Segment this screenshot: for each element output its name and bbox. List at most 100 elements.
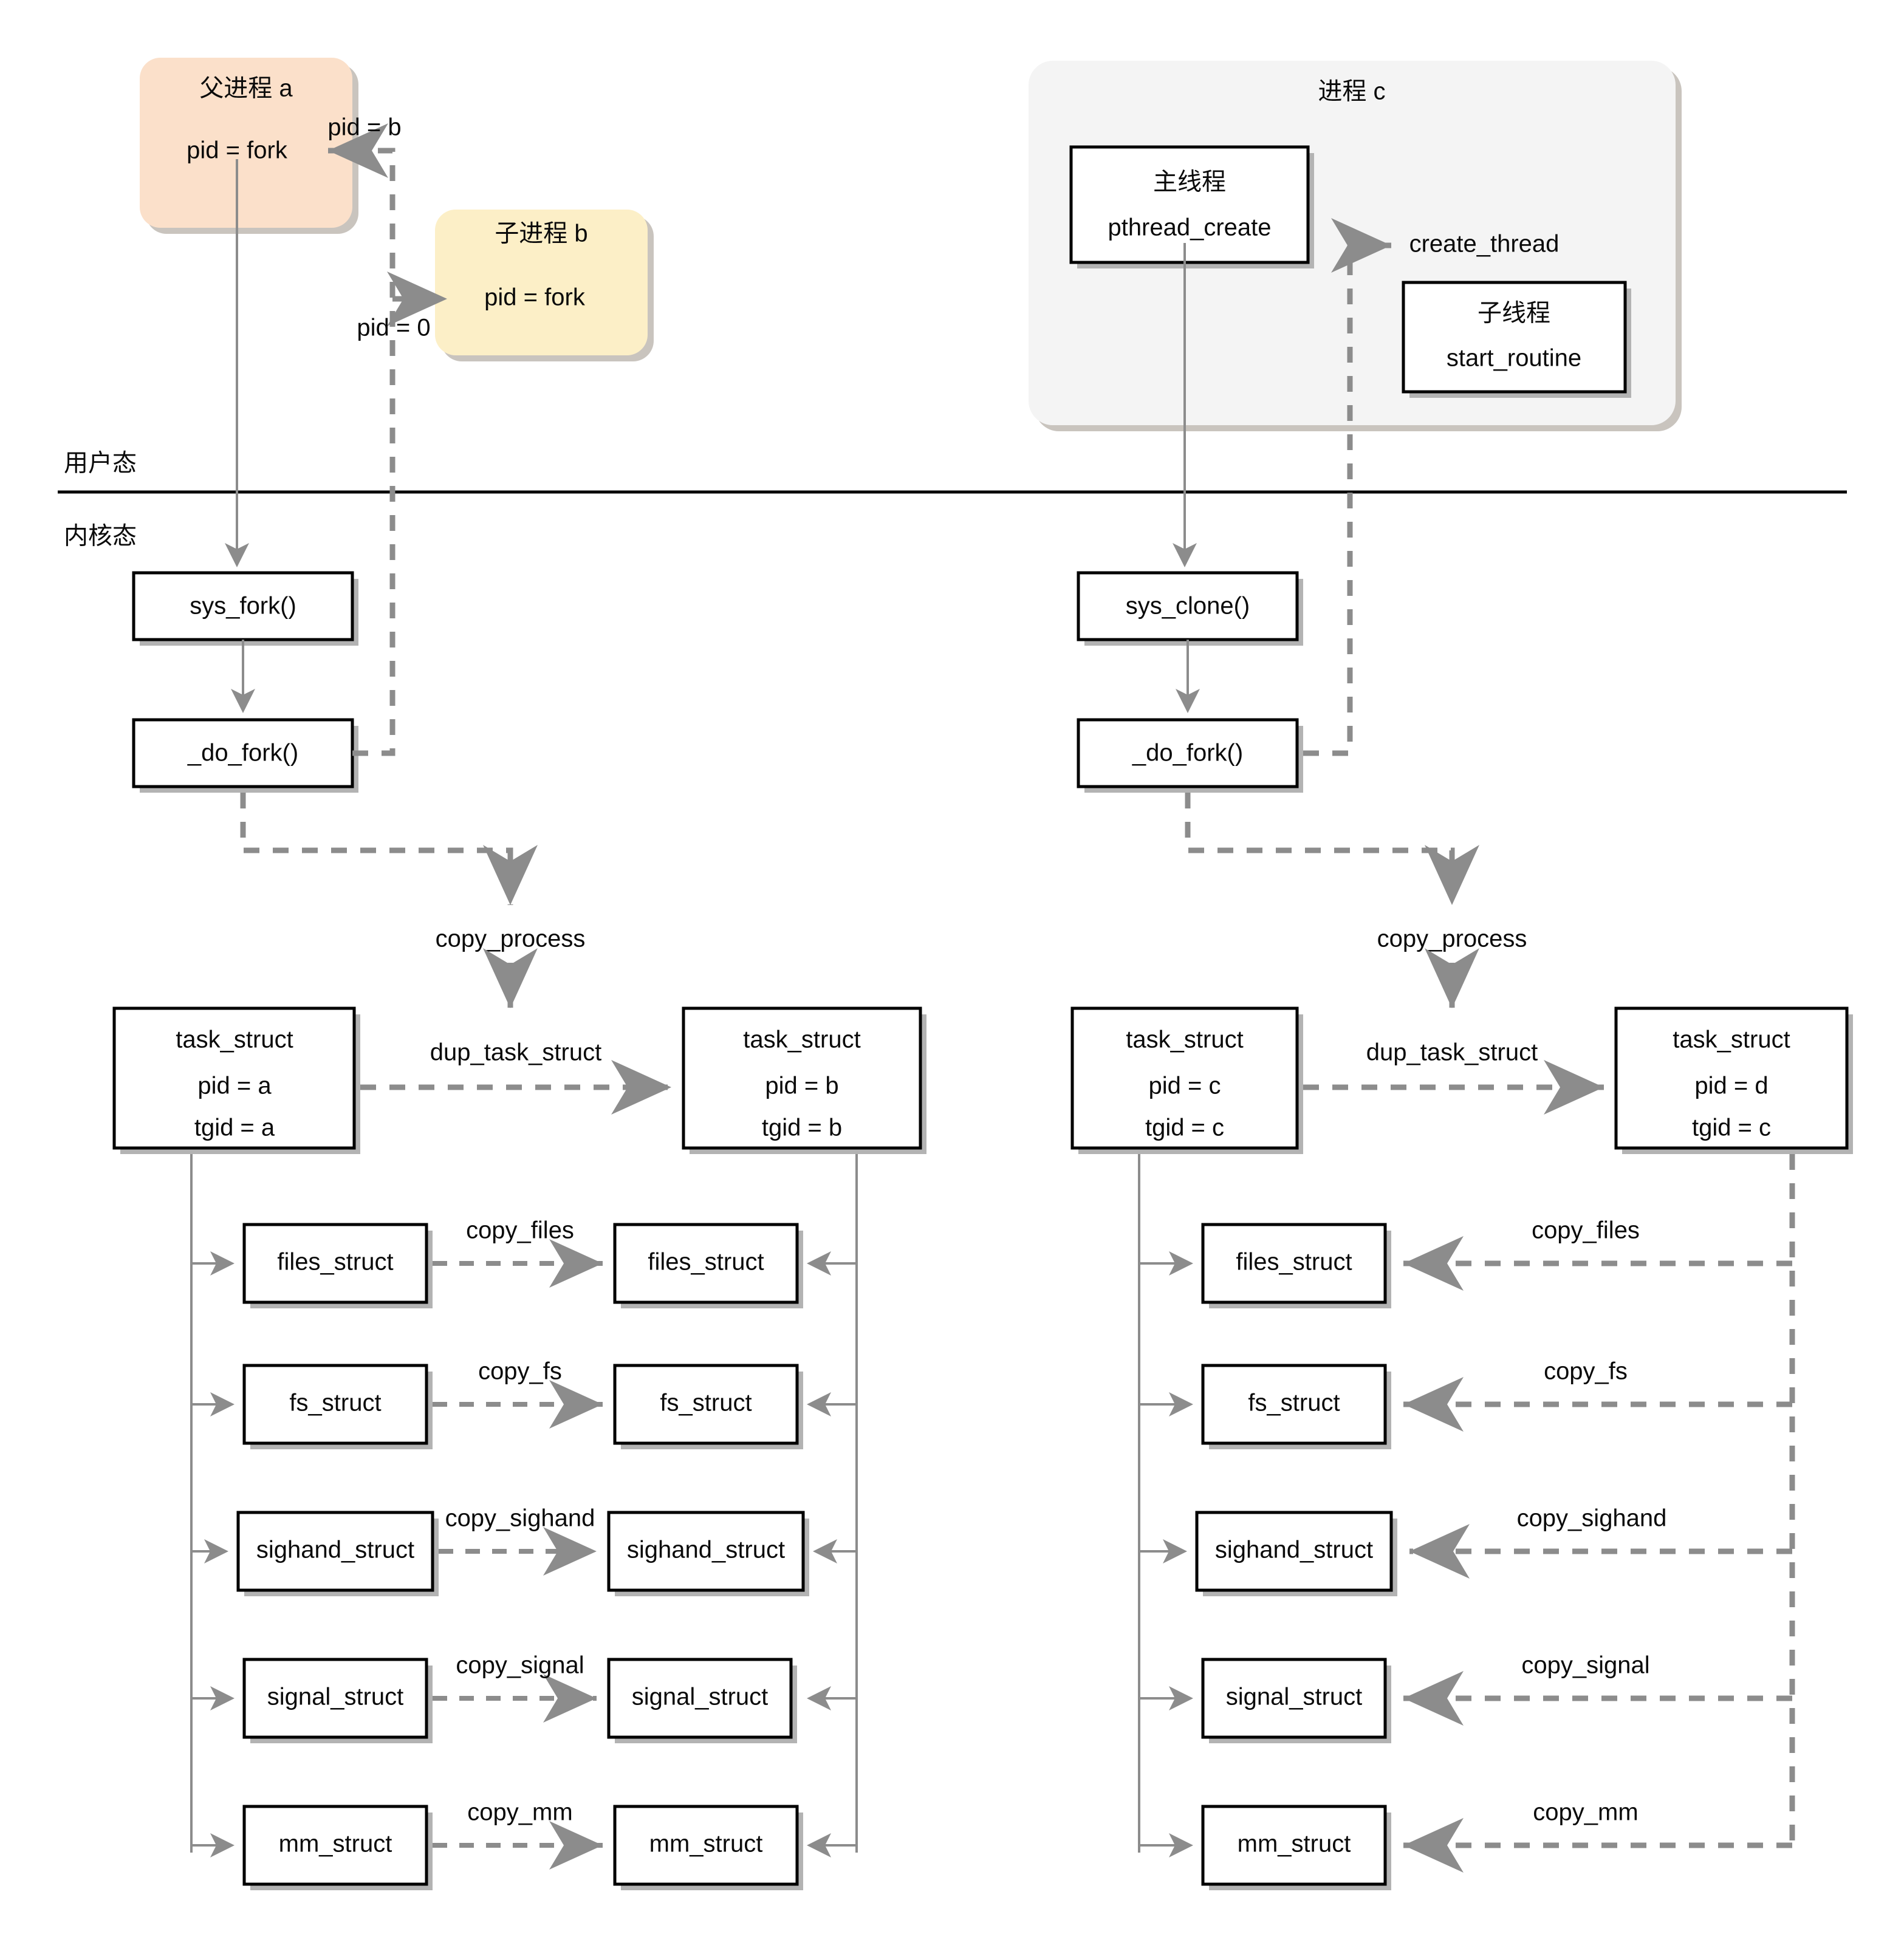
right-res-1-label: fs_struct bbox=[1248, 1390, 1340, 1416]
do-fork-left-label: _do_fork() bbox=[187, 740, 298, 767]
left-resource-rows: files_struct files_struct copy_files fs_… bbox=[191, 1217, 857, 1890]
task-struct-d-title: task_struct bbox=[1673, 1027, 1790, 1053]
parent-process-title: 父进程 a bbox=[199, 75, 293, 102]
right-res-1-copy-label: copy_fs bbox=[1544, 1358, 1628, 1385]
copy-process-right-label: copy_process bbox=[1377, 926, 1527, 952]
task-struct-c-node: task_struct pid = c tgid = c bbox=[1070, 1006, 1303, 1154]
right-res-4-box bbox=[1201, 1805, 1387, 1886]
right-res-3-label: signal_struct bbox=[1226, 1684, 1363, 1710]
task-struct-d-tgid: tgid = c bbox=[1692, 1115, 1771, 1141]
left-res-2-copy-label: copy_sighand bbox=[445, 1505, 595, 1532]
sys-clone-box bbox=[1077, 571, 1299, 641]
main-thread-title: 主线程 bbox=[1153, 169, 1226, 196]
main-thread-body: pthread_create bbox=[1108, 214, 1271, 241]
sys-fork-box bbox=[132, 571, 354, 641]
left-res-4-b-label: mm_struct bbox=[649, 1831, 763, 1857]
right-res-0-label: files_struct bbox=[1236, 1249, 1352, 1276]
copy-process-right-line bbox=[1185, 793, 1479, 905]
right-row-sighand: sighand_struct copy_sighand bbox=[1139, 1505, 1792, 1596]
left-res-3-a-box bbox=[242, 1658, 428, 1739]
right-res-2-label: sighand_struct bbox=[1215, 1537, 1373, 1563]
main-thread-node: 主线程 pthread_create bbox=[1069, 145, 1314, 268]
left-res-2-a-box bbox=[236, 1511, 434, 1592]
left-res-1-b-box bbox=[613, 1364, 799, 1445]
left-res-0-a-label: files_struct bbox=[277, 1249, 393, 1276]
do-fork-left-box bbox=[132, 718, 354, 788]
child-thread-body: start_routine bbox=[1447, 345, 1581, 372]
dup-task-struct-left-label: dup_task_struct bbox=[430, 1039, 601, 1066]
task-struct-b-box bbox=[682, 1006, 922, 1150]
child-process-box bbox=[435, 210, 648, 355]
right-res-4-copy-label: copy_mm bbox=[1533, 1799, 1638, 1826]
left-res-4-b-box bbox=[613, 1805, 799, 1886]
copy-process-left-label: copy_process bbox=[436, 926, 586, 952]
task-struct-a-box bbox=[112, 1006, 356, 1150]
left-res-0-copy-label: copy_files bbox=[466, 1217, 574, 1244]
right-res-0-copy-label: copy_files bbox=[1532, 1217, 1640, 1244]
left-res-3-a-label: signal_struct bbox=[267, 1684, 404, 1710]
task-struct-c-tgid: tgid = c bbox=[1145, 1115, 1224, 1141]
process-c-title: 进程 c bbox=[1318, 78, 1385, 105]
right-res-4-label: mm_struct bbox=[1238, 1831, 1351, 1857]
left-res-0-b-label: files_struct bbox=[648, 1249, 764, 1276]
right-res-0-box bbox=[1201, 1223, 1387, 1304]
left-res-4-copy-label: copy_mm bbox=[467, 1799, 572, 1826]
main-thread-box bbox=[1069, 145, 1310, 264]
task-struct-d-box bbox=[1614, 1006, 1849, 1150]
left-row-mm: mm_struct mm_struct copy_mm bbox=[191, 1799, 857, 1890]
copy-process-left-line bbox=[240, 793, 538, 905]
task-struct-a-pid: pid = a bbox=[197, 1073, 272, 1099]
right-resource-rows: files_struct copy_files fs_struct copy_f… bbox=[1139, 1217, 1792, 1890]
kernel-mode-label: 内核态 bbox=[64, 523, 137, 550]
task-struct-d-node: task_struct pid = d tgid = c bbox=[1614, 1006, 1853, 1154]
left-res-1-a-label: fs_struct bbox=[289, 1390, 381, 1416]
child-process-body: pid = fork bbox=[484, 284, 586, 311]
right-res-1-box bbox=[1201, 1364, 1387, 1445]
left-res-3-b-label: signal_struct bbox=[632, 1684, 769, 1710]
left-res-1-b-label: fs_struct bbox=[660, 1390, 752, 1416]
child-thread-box bbox=[1402, 281, 1627, 394]
return-pid-b-line bbox=[328, 123, 396, 756]
create-thread-label: create_thread bbox=[1409, 231, 1560, 258]
task-struct-a-node: task_struct pid = a tgid = a bbox=[112, 1006, 360, 1154]
child-process-node: 子进程 b pid = fork bbox=[435, 210, 654, 361]
right-res-3-copy-label: copy_signal bbox=[1521, 1652, 1649, 1679]
dofork-to-createthread-line bbox=[1303, 245, 1353, 756]
right-row-signal: signal_struct copy_signal bbox=[1139, 1652, 1792, 1743]
left-res-1-a-box bbox=[242, 1364, 428, 1445]
parent-process-box bbox=[140, 58, 352, 228]
left-res-0-a-box bbox=[242, 1223, 428, 1304]
left-res-4-a-label: mm_struct bbox=[279, 1831, 392, 1857]
sys-clone-label: sys_clone() bbox=[1126, 593, 1250, 620]
parent-process-node: 父进程 a pid = fork bbox=[140, 58, 358, 234]
left-res-2-b-label: sighand_struct bbox=[627, 1537, 785, 1563]
left-res-2-b-box bbox=[607, 1511, 805, 1592]
child-thread-title: 子线程 bbox=[1478, 300, 1550, 327]
left-row-signal: signal_struct signal_struct copy_signal bbox=[191, 1652, 857, 1743]
task-struct-b-node: task_struct pid = b tgid = b bbox=[682, 1006, 926, 1154]
do-fork-left-node: _do_fork() bbox=[132, 718, 358, 793]
return-pid-0-label: pid = 0 bbox=[357, 315, 430, 341]
left-res-3-b-box bbox=[607, 1658, 793, 1739]
sys-fork-node: sys_fork() bbox=[132, 571, 358, 646]
do-fork-right-label: _do_fork() bbox=[1132, 740, 1243, 767]
sys-fork-label: sys_fork() bbox=[190, 593, 296, 620]
left-res-0-b-box bbox=[613, 1223, 799, 1304]
left-row-files: files_struct files_struct copy_files bbox=[191, 1217, 857, 1308]
left-res-2-a-label: sighand_struct bbox=[256, 1537, 414, 1563]
right-row-fs: fs_struct copy_fs bbox=[1139, 1358, 1792, 1449]
right-res-3-box bbox=[1201, 1658, 1387, 1739]
child-thread-node: 子线程 start_routine bbox=[1402, 281, 1631, 398]
task-struct-b-pid: pid = b bbox=[765, 1073, 838, 1099]
dup-task-struct-right-label: dup_task_struct bbox=[1366, 1039, 1538, 1066]
right-row-files: files_struct copy_files bbox=[1139, 1217, 1792, 1308]
task-struct-b-tgid: tgid = b bbox=[762, 1115, 842, 1141]
child-process-title: 子进程 b bbox=[495, 220, 587, 247]
do-fork-right-box bbox=[1077, 718, 1299, 788]
right-row-mm: mm_struct copy_mm bbox=[1139, 1799, 1792, 1890]
left-res-4-a-box bbox=[242, 1805, 428, 1886]
task-struct-a-title: task_struct bbox=[176, 1027, 293, 1053]
left-res-3-copy-label: copy_signal bbox=[456, 1652, 584, 1679]
right-res-2-copy-label: copy_sighand bbox=[1517, 1505, 1667, 1532]
